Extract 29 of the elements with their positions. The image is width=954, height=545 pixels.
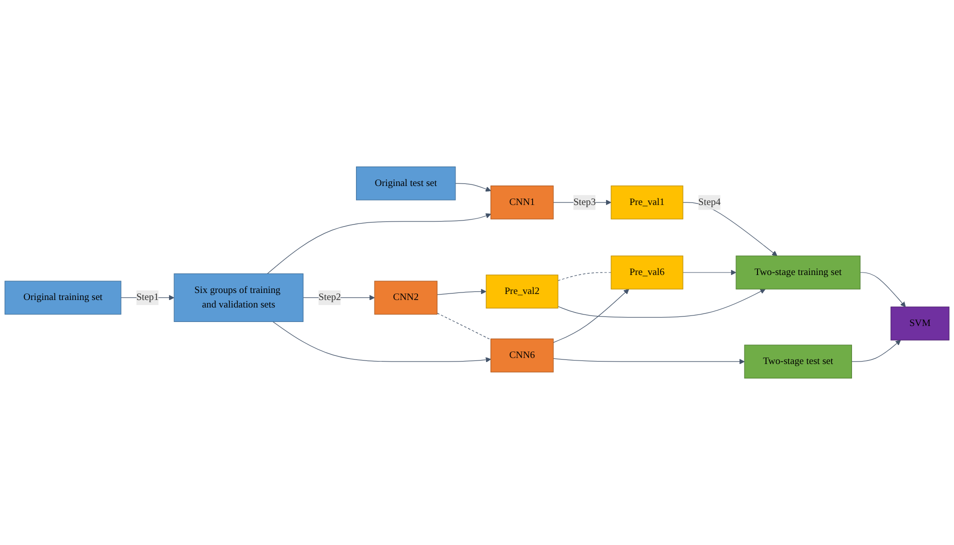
node-box: CNN6: [490, 338, 554, 372]
arrow: [266, 213, 492, 274]
arrow: [558, 288, 766, 318]
connector: [558, 272, 612, 281]
node-box: Two-stage training set: [736, 256, 860, 290]
node-box: Pre_val1: [610, 186, 684, 220]
node-box: Original training set: [4, 280, 122, 315]
arrow: [860, 272, 906, 308]
node-box: SVM: [890, 306, 950, 340]
node-box: Pre_val6: [610, 256, 684, 290]
arrow: [553, 358, 745, 364]
node-box: Pre_val2: [486, 274, 558, 308]
node-box: Original test set: [356, 166, 456, 200]
arrow: [553, 288, 630, 343]
node-box: CNN2: [374, 280, 438, 315]
arrow: [851, 340, 901, 362]
arrow: [682, 270, 736, 276]
node-box: CNN1: [490, 186, 554, 220]
edge-label: Step2: [318, 292, 341, 303]
node-box: Two-stage test set: [744, 344, 852, 378]
connector: [436, 312, 492, 340]
edge-label: Step1: [136, 292, 159, 303]
arrow: [455, 183, 492, 192]
node-box: Six groups of training and validation sets: [174, 273, 304, 322]
edge-label: Step3: [573, 196, 596, 208]
arrow: [272, 321, 492, 362]
arrow: [682, 202, 778, 256]
arrow: [436, 288, 486, 296]
edge-label: Step4: [698, 196, 721, 208]
